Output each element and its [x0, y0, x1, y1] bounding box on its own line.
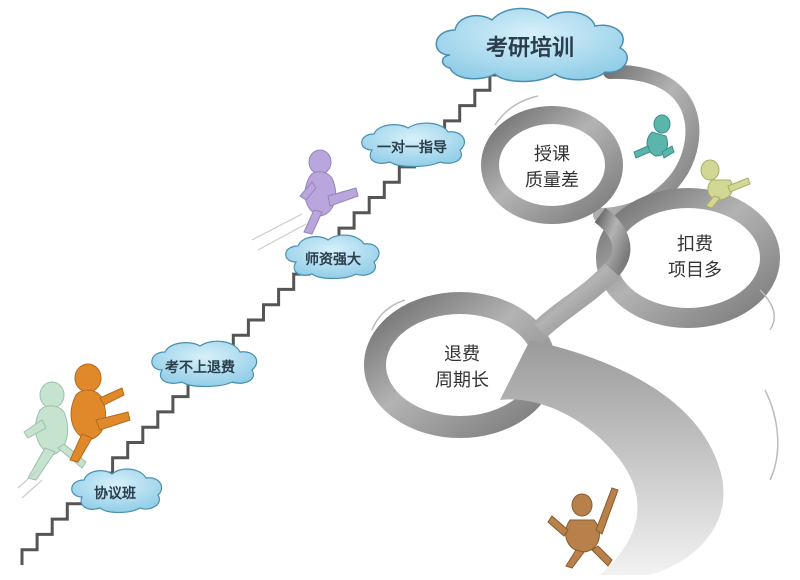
speed-line-1: [251, 213, 303, 241]
figure-falling-brown: [547, 487, 619, 569]
ribbon-loop-1: [481, 106, 623, 224]
motion-swoosh-4: [764, 389, 779, 481]
ribbon-cross-1: [594, 207, 631, 277]
title-text: 考研培训: [486, 35, 574, 61]
loop-2-label-line-1: 扣费: [677, 234, 713, 255]
cloud-text-one-on-one: 一对一指导: [377, 139, 447, 156]
motion-swoosh-1: [494, 95, 539, 126]
cloud-text-protocol: 协议班: [94, 485, 136, 502]
figure-falling-teal: [633, 114, 675, 159]
loop-1-label-line-1: 授课: [534, 144, 570, 165]
cloud-strong-faculty: 师资强大: [285, 234, 380, 280]
loop-2-label-line-2: 项目多: [668, 260, 722, 281]
ribbon-cross-2: [532, 263, 620, 338]
figure-runner-purple: [299, 149, 359, 235]
figure-falling-olive: [700, 159, 751, 209]
ribbon-tail: [500, 340, 724, 575]
cloud-text-refund: 考不上退费: [165, 359, 235, 376]
cloud-text-faculty: 师资强大: [305, 251, 361, 268]
loop-3-label-line-2: 周期长: [435, 370, 489, 391]
cloud-one-on-one: 一对一指导: [361, 122, 465, 168]
figure-runner-orange: [69, 363, 131, 463]
cloud-protocol-class: 协议班: [71, 468, 163, 514]
motion-swoosh-2: [759, 289, 776, 331]
loop-1-label-line-2: 质量差: [525, 170, 579, 191]
ribbon-loops: [364, 64, 780, 575]
motion-swoosh-3: [371, 299, 406, 331]
title-cloud: 考研培训: [435, 7, 628, 83]
figure-runner-mint: [23, 381, 87, 481]
speed-line-2: [257, 223, 307, 251]
speed-line-4: [21, 479, 43, 499]
loop-3-label-line-1: 退费: [444, 344, 480, 365]
speed-line-3: [17, 469, 39, 489]
ribbon-loop-2: [596, 188, 780, 328]
cloud-refund-guarantee: 考不上退费: [151, 340, 258, 388]
